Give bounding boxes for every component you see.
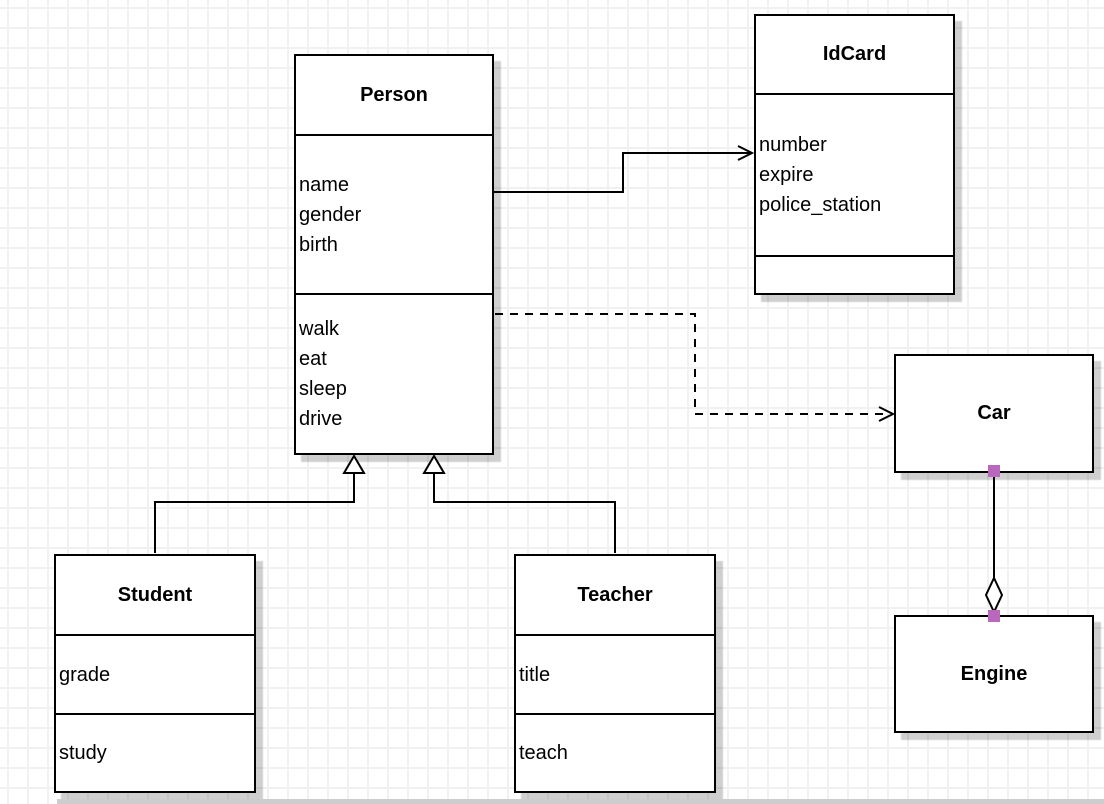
- method: teach: [519, 742, 568, 764]
- connector-generalization-teacher-person[interactable]: [422, 454, 616, 553]
- attribute: title: [519, 663, 551, 686]
- methods-section: walk eat sleep drive: [296, 293, 492, 453]
- hollow-diamond-icon: [984, 575, 1004, 615]
- attribute: police_station: [759, 194, 882, 216]
- open-arrowhead-icon: [737, 145, 755, 161]
- attributes-section: title: [516, 634, 714, 713]
- class-box-car[interactable]: Car: [894, 354, 1094, 473]
- attribute: birth: [299, 233, 338, 256]
- connector-dependency-person-car[interactable]: [495, 313, 896, 422]
- attributes-section: number expire police_station: [756, 93, 953, 255]
- class-title: Student: [117, 583, 193, 606]
- connector-aggregation-car-engine[interactable]: [984, 465, 1004, 622]
- connector-generalization-student-person[interactable]: [154, 454, 366, 553]
- class-box-engine[interactable]: Engine: [894, 615, 1094, 733]
- methods-section: teach: [516, 713, 714, 791]
- class-box-person[interactable]: Person name gender birth walk eat sleep …: [294, 54, 494, 455]
- class-title: Teacher: [577, 583, 653, 606]
- method: sleep: [299, 378, 347, 400]
- attributes-section: grade: [56, 634, 254, 713]
- class-title: Person: [360, 83, 428, 106]
- connector-association-person-idcard[interactable]: [494, 145, 755, 193]
- canvas-edge-shadow: [57, 799, 1104, 804]
- attribute: name: [299, 173, 350, 196]
- attribute: expire: [759, 164, 814, 186]
- method: eat: [299, 348, 327, 370]
- open-arrowhead-icon: [878, 406, 896, 422]
- class-box-idcard[interactable]: IdCard number expire police_station: [754, 14, 955, 295]
- class-title: IdCard: [822, 43, 887, 65]
- attribute: grade: [59, 663, 111, 686]
- class-title: Car: [977, 402, 1011, 424]
- class-box-student[interactable]: Student grade study: [54, 554, 256, 793]
- class-title: Engine: [960, 662, 1028, 685]
- method: walk: [299, 318, 340, 340]
- class-box-teacher[interactable]: Teacher title teach: [514, 554, 716, 793]
- hollow-triangle-icon: [422, 454, 446, 474]
- methods-section: study: [56, 713, 254, 791]
- hollow-triangle-icon: [342, 454, 366, 474]
- attributes-section: name gender birth: [296, 134, 492, 293]
- attribute: gender: [299, 203, 362, 226]
- methods-section-empty: [756, 255, 953, 293]
- method: drive: [299, 408, 343, 430]
- method: study: [59, 742, 107, 764]
- attribute: number: [759, 134, 827, 156]
